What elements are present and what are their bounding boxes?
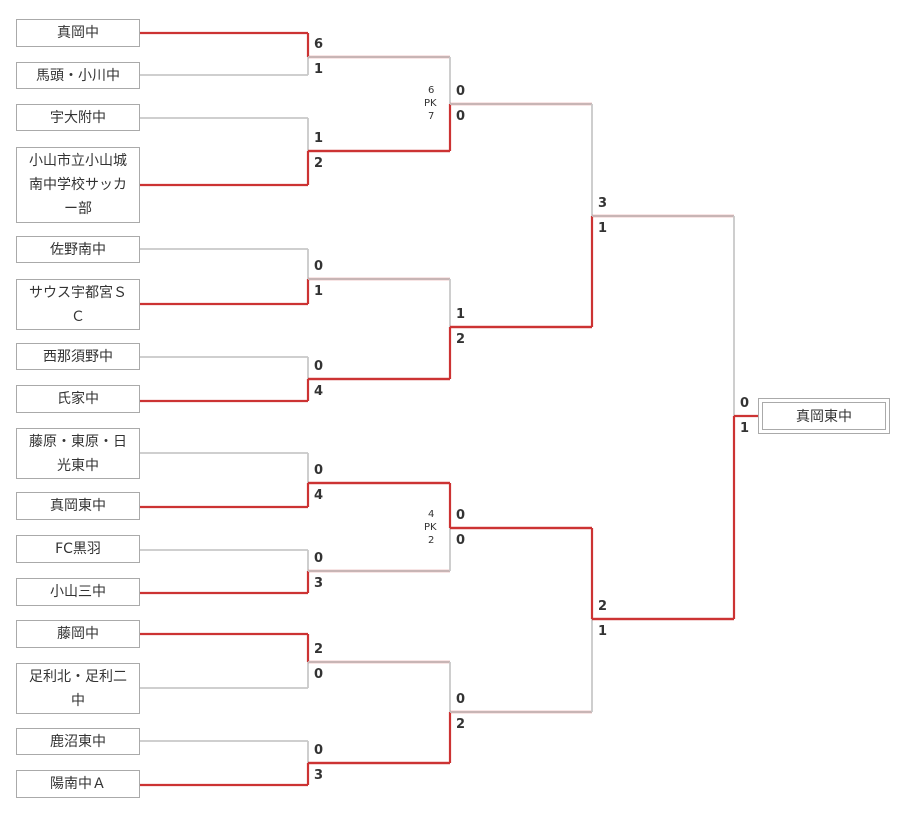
team-name: 真岡中 bbox=[57, 25, 99, 41]
pk-score: 7 bbox=[428, 111, 434, 122]
score-label: 2 bbox=[456, 332, 465, 347]
team-name: 南中学校サッカ bbox=[29, 177, 127, 193]
score-label: 1 bbox=[740, 421, 749, 436]
team-box: 宇大附中 bbox=[16, 104, 140, 131]
team-name: 陽南中Ａ bbox=[50, 776, 106, 792]
score-label: 0 bbox=[314, 359, 323, 374]
score-label: 2 bbox=[314, 156, 323, 171]
score-label: 0 bbox=[456, 533, 465, 548]
team-name: 馬頭・小川中 bbox=[36, 67, 120, 84]
team-box: 小山三中 bbox=[16, 578, 140, 606]
score-label: 0 bbox=[456, 692, 465, 707]
team-name: ー部 bbox=[64, 201, 92, 217]
pk-score: 6 bbox=[428, 85, 434, 96]
team-box: 馬頭・小川中 bbox=[16, 62, 140, 89]
score-label: 3 bbox=[598, 196, 607, 211]
team-name: 足利北・足利二 bbox=[29, 668, 127, 685]
score-label: 2 bbox=[598, 599, 607, 614]
team-box: FC黒羽 bbox=[16, 535, 140, 563]
score-label: 3 bbox=[314, 768, 323, 783]
team-name: 小山三中 bbox=[50, 584, 106, 600]
score-label: 2 bbox=[456, 717, 465, 732]
score-label: 4 bbox=[314, 488, 323, 503]
champion-box: 真岡東中 bbox=[758, 398, 890, 434]
team-name: 真岡東中 bbox=[50, 498, 106, 514]
team-box: 陽南中Ａ bbox=[16, 770, 140, 798]
pk-score: 4 bbox=[428, 509, 434, 520]
score-label: 0 bbox=[314, 463, 323, 478]
score-label: 0 bbox=[314, 259, 323, 274]
score-label: 1 bbox=[456, 307, 465, 322]
team-box: 鹿沼東中 bbox=[16, 728, 140, 755]
team-name: 西那須野中 bbox=[43, 348, 113, 365]
team-box: 足利北・足利二中 bbox=[16, 663, 140, 714]
score-label: 0 bbox=[456, 109, 465, 124]
score-label: 1 bbox=[598, 624, 607, 639]
team-name: 宇大附中 bbox=[50, 109, 106, 126]
score-label: 1 bbox=[314, 62, 323, 77]
score-label: 1 bbox=[314, 131, 323, 146]
team-name: 光東中 bbox=[57, 457, 99, 474]
score-label: 3 bbox=[314, 576, 323, 591]
team-name: 藤原・東原・日 bbox=[29, 433, 127, 450]
score-label: 1 bbox=[598, 221, 607, 236]
team-box: 真岡中 bbox=[16, 19, 140, 47]
team-box: 小山市立小山城南中学校サッカー部 bbox=[16, 147, 140, 223]
team-name: 中 bbox=[71, 692, 85, 709]
score-label: 4 bbox=[314, 384, 323, 399]
team-box: 真岡東中 bbox=[16, 492, 140, 520]
score-label: 0 bbox=[314, 743, 323, 758]
pk-label: PK bbox=[424, 98, 437, 109]
team-name: 藤岡中 bbox=[57, 626, 99, 642]
score-label: 0 bbox=[456, 84, 465, 99]
team-box: 西那須野中 bbox=[16, 343, 140, 370]
team-name: FC黒羽 bbox=[55, 541, 101, 557]
score-label: 0 bbox=[456, 508, 465, 523]
team-name: サウス宇都宮Ｓ bbox=[29, 284, 127, 301]
score-label: 0 bbox=[314, 667, 323, 682]
pk-label: PK bbox=[424, 522, 437, 533]
team-box: サウス宇都宮Ｓ Ｃ bbox=[16, 279, 140, 330]
team-name: 小山市立小山城 bbox=[29, 153, 127, 169]
team-box: 氏家中 bbox=[16, 385, 140, 413]
score-label: 6 bbox=[314, 37, 323, 52]
champion-name: 真岡東中 bbox=[762, 402, 886, 430]
score-label: 0 bbox=[740, 396, 749, 411]
team-name: 氏家中 bbox=[57, 391, 99, 407]
team-name: Ｃ bbox=[71, 308, 85, 325]
score-label: 1 bbox=[314, 284, 323, 299]
score-label: 2 bbox=[314, 642, 323, 657]
team-box: 佐野南中 bbox=[16, 236, 140, 263]
team-box: 藤原・東原・日光東中 bbox=[16, 428, 140, 479]
team-name: 佐野南中 bbox=[50, 241, 106, 258]
pk-score: 2 bbox=[428, 535, 434, 546]
score-label: 0 bbox=[314, 551, 323, 566]
team-name: 鹿沼東中 bbox=[50, 733, 106, 750]
team-box: 藤岡中 bbox=[16, 620, 140, 648]
